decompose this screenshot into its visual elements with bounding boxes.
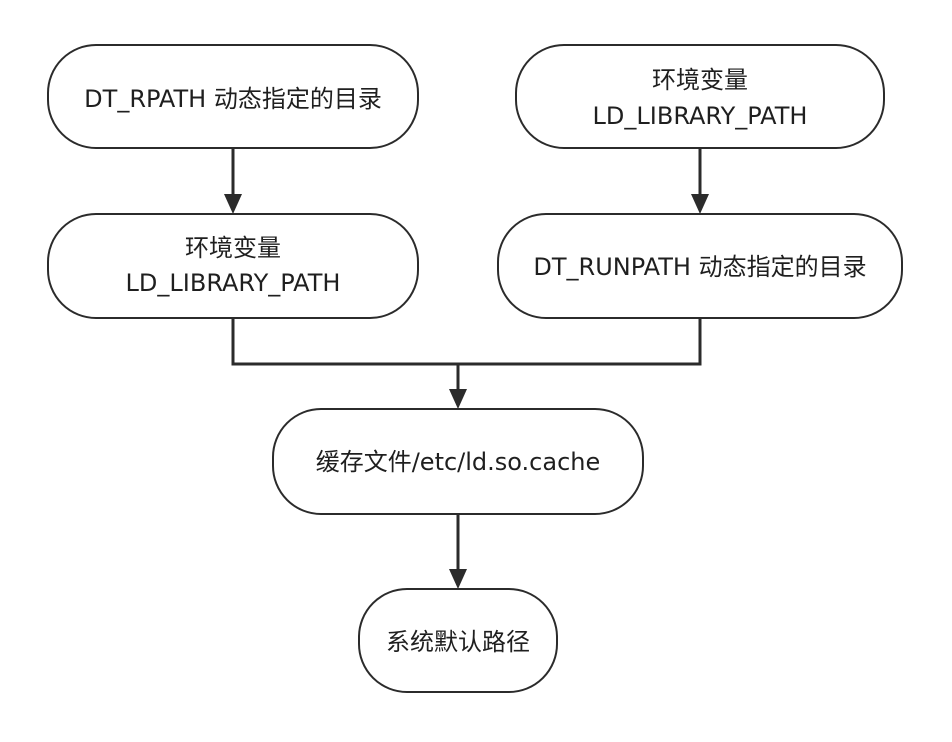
node-env-left-line1: 环境变量 — [185, 234, 281, 262]
node-env-right: 环境变量 LD_LIBRARY_PATH — [515, 44, 885, 149]
node-default-path: 系统默认路径 — [358, 588, 558, 693]
node-env-left: 环境变量 LD_LIBRARY_PATH — [47, 213, 419, 319]
node-default-path-text: 系统默认路径 — [386, 628, 530, 656]
node-cache: 缓存文件/etc/ld.so.cache — [272, 408, 644, 515]
node-dt-rpath: DT_RPATH 动态指定的目录 — [47, 44, 419, 149]
arrowhead-merge-to-cache — [449, 389, 467, 409]
edges — [224, 148, 709, 589]
node-dt-runpath: DT_RUNPATH 动态指定的目录 — [497, 213, 903, 319]
node-dt-rpath-text: DT_RPATH 动态指定的目录 — [84, 85, 382, 113]
arrowhead-env-right-to-runpath — [691, 194, 709, 214]
node-env-left-line2: LD_LIBRARY_PATH — [126, 269, 341, 297]
node-dt-runpath-text: DT_RUNPATH 动态指定的目录 — [533, 253, 866, 281]
node-cache-text: 缓存文件/etc/ld.so.cache — [316, 448, 601, 476]
arrowhead-rpath-to-env-left — [224, 194, 242, 214]
arrowhead-cache-to-default — [449, 569, 467, 589]
edge-runpath-to-cache — [458, 318, 702, 366]
node-env-right-line2: LD_LIBRARY_PATH — [593, 102, 808, 130]
edge-env-left-to-cache — [231, 318, 458, 366]
node-env-right-line1: 环境变量 — [652, 66, 748, 94]
